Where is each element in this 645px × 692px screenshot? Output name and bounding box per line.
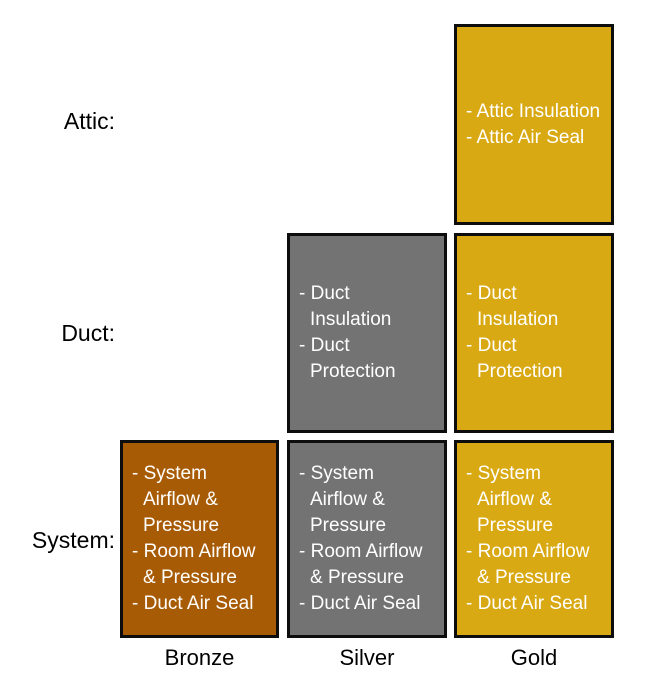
cell-duct-gold-list: - Duct Insulation - Duct Protection (466, 281, 602, 385)
column-label-gold: Gold (510, 645, 558, 670)
list-item: - System Airflow & Pressure (299, 463, 387, 536)
list-item: - Attic Air Seal (466, 126, 585, 148)
cell-duct-silver[interactable]: - Duct Insulation - Duct Protection (287, 233, 447, 433)
list-item: - System Airflow & Pressure (466, 463, 554, 536)
row-label-duct: Duct: (61, 320, 115, 346)
cell-system-gold[interactable]: - System Airflow & Pressure - Room Airfl… (454, 440, 614, 638)
list-item: - Duct Insulation (466, 283, 559, 330)
list-item: - Duct Air Seal (132, 593, 254, 614)
row-label-system: System: (31, 527, 115, 553)
cell-system-bronze-list: - System Airflow & Pressure - Room Airfl… (132, 461, 267, 617)
cell-system-silver-list: - System Airflow & Pressure - Room Airfl… (299, 461, 435, 617)
cell-system-gold-list: - System Airflow & Pressure - Room Airfl… (466, 461, 602, 617)
cell-system-silver[interactable]: - System Airflow & Pressure - Room Airfl… (287, 440, 447, 638)
column-label-bronze: Bronze (164, 645, 235, 670)
row-label-attic: Attic: (63, 108, 115, 134)
list-item: - Room Airflow & Pressure (299, 541, 423, 588)
cell-duct-gold[interactable]: - Duct Insulation - Duct Protection (454, 233, 614, 433)
list-item: - Room Airflow & Pressure (466, 541, 590, 588)
list-item: - Duct Air Seal (466, 593, 588, 614)
list-item: - Duct Insulation (299, 283, 392, 330)
cell-duct-silver-list: - Duct Insulation - Duct Protection (299, 281, 435, 385)
cell-attic-gold-list: - Attic Insulation - Attic Air Seal (466, 99, 602, 151)
list-item: - Duct Protection (299, 335, 396, 382)
list-item: - System Airflow & Pressure (132, 463, 220, 536)
list-item: - Room Airflow & Pressure (132, 541, 256, 588)
list-item: - Duct Air Seal (299, 593, 421, 614)
list-item: - Attic Insulation (466, 100, 601, 122)
list-item: - Duct Protection (466, 335, 563, 382)
column-label-silver: Silver (339, 645, 395, 670)
cell-attic-gold[interactable]: - Attic Insulation - Attic Air Seal (454, 24, 614, 225)
cell-system-bronze[interactable]: - System Airflow & Pressure - Room Airfl… (120, 440, 279, 638)
